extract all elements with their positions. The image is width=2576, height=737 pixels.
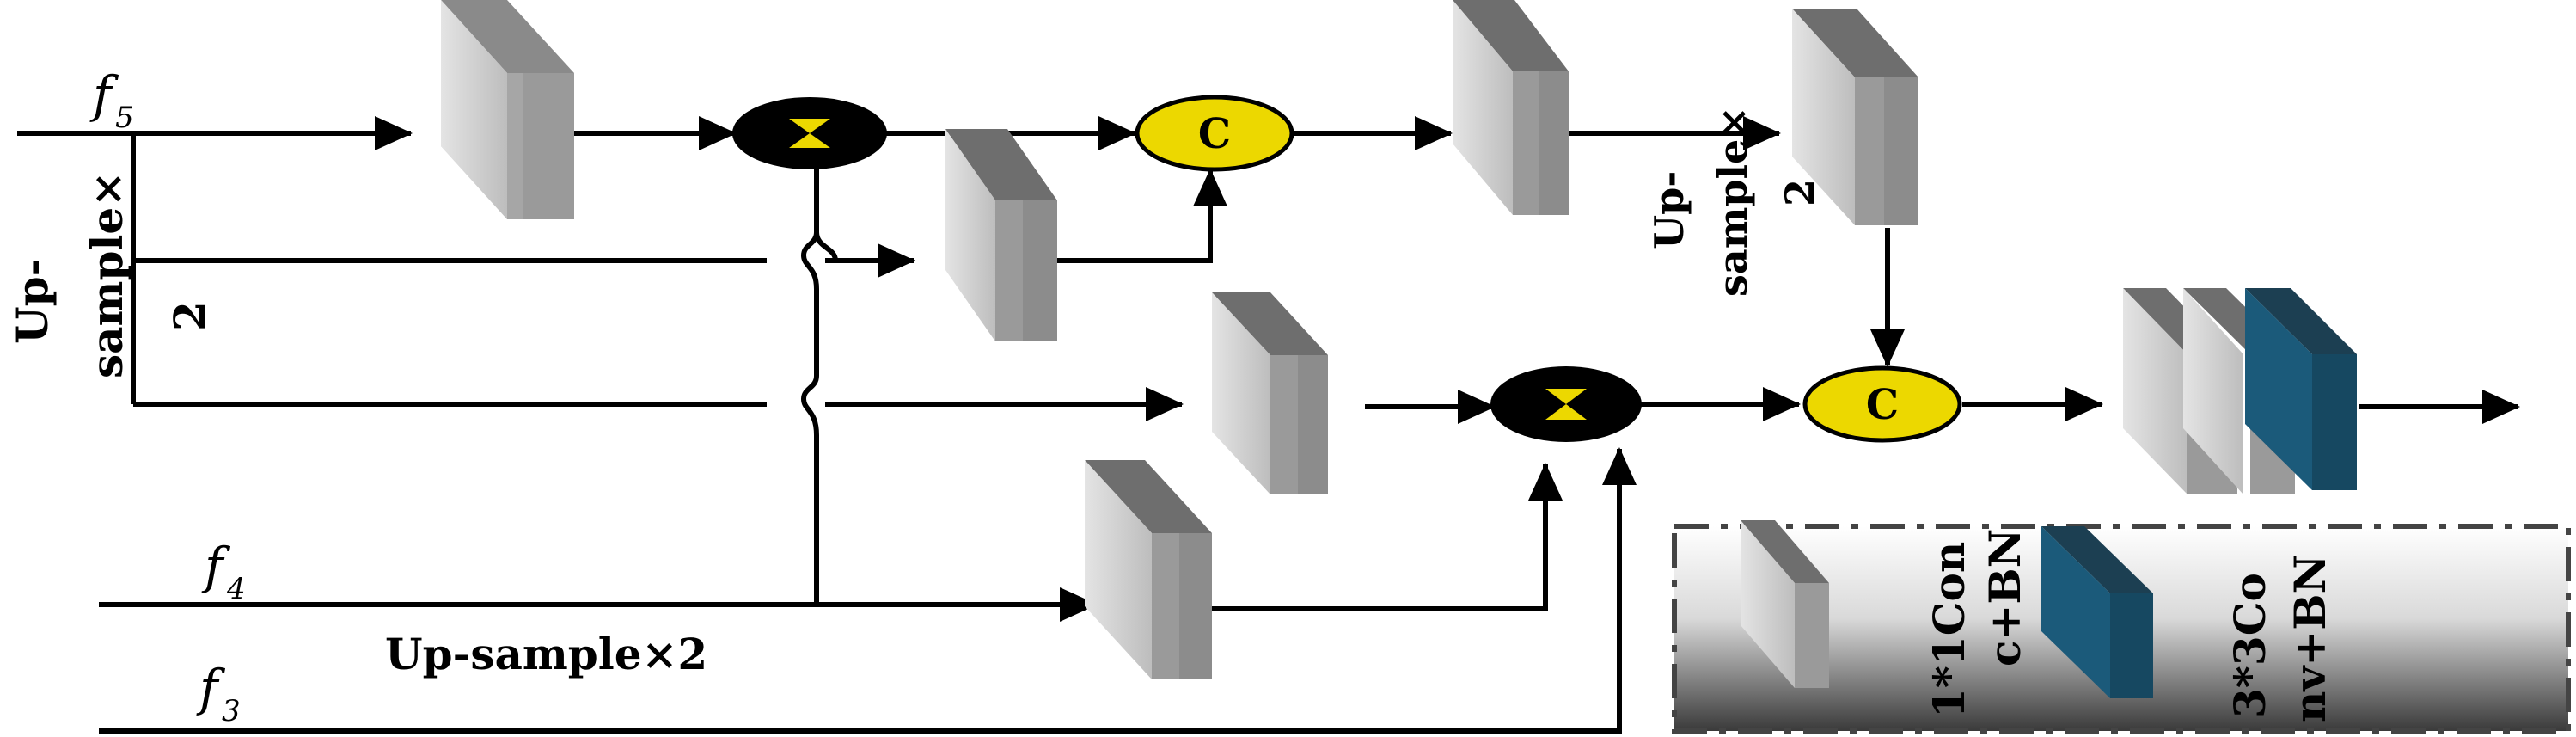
svg-text:c+BN: c+BN [1979, 529, 2030, 666]
legend-conv3-label: 3*3Co [2224, 573, 2275, 718]
crossover-hop-1 [814, 231, 838, 261]
upsample-left-label: Up- [7, 259, 58, 344]
multiply-node-top [732, 97, 887, 169]
concat-top-label: C [1198, 110, 1231, 158]
svg-text:2: 2 [164, 301, 215, 331]
f4-label: f 4 [201, 537, 246, 606]
svg-text:Up-: Up- [7, 259, 58, 344]
upsample-left-label-2: sample× [82, 171, 132, 378]
f3-label: f 3 [196, 659, 241, 728]
conv-block-1 [441, 0, 574, 219]
conv-block-3 [1453, 0, 1569, 215]
svg-text:4: 4 [226, 572, 246, 606]
conv-block-upsample-right [1792, 9, 1918, 225]
svg-text:Up-: Up- [1646, 171, 1692, 249]
svg-text:5: 5 [115, 101, 134, 135]
output-conv-blue [2245, 288, 2357, 490]
svg-text:sample×: sample× [1710, 106, 1756, 297]
concat-node-bottom: C [1802, 365, 1962, 443]
connection-lines [17, 116, 2520, 734]
hop-lower [800, 375, 819, 436]
f3-input-arrow [99, 447, 1637, 734]
legend-conv1-icon [1741, 520, 1829, 688]
f5-label: f 5 [89, 65, 134, 135]
conv5-to-multiply2-arrow [1208, 463, 1563, 611]
upsample-right-label-3: 2 [1777, 179, 1823, 206]
conv-block-5 [1085, 460, 1212, 679]
legend-conv3-label-2: nv+BN [2285, 555, 2335, 722]
conv2-to-concat-arrow [1057, 169, 1227, 263]
svg-text:nv+BN: nv+BN [2285, 555, 2335, 722]
legend-conv3-icon [2041, 526, 2153, 698]
concat-bottom-label: C [1866, 381, 1899, 429]
legend-conv1-label: 1*1Con [1924, 542, 1974, 718]
legend-box: 1*1Con c+BN 3*3Co nv+BN [1672, 520, 2571, 734]
crossover-hops [800, 231, 819, 436]
conv-block-2 [945, 129, 1057, 341]
svg-text:2: 2 [1777, 179, 1823, 206]
svg-text:3*3Co: 3*3Co [2224, 573, 2275, 718]
svg-text:1*1Con: 1*1Con [1924, 542, 1974, 718]
upsample-right-label: Up- [1646, 171, 1692, 249]
upsample-bottom-label: Up-sample×2 [385, 629, 707, 679]
conv-block-4 [1212, 292, 1328, 494]
legend-conv1-label-2: c+BN [1979, 529, 2030, 666]
svg-text:sample×: sample× [82, 171, 132, 378]
upsample-left-label-3: 2 [164, 301, 215, 331]
upsample-right-label-2: sample× [1710, 106, 1756, 297]
multiply-node-bottom [1490, 366, 1642, 442]
hop-upper [800, 231, 819, 290]
output-conv-stack [2123, 288, 2357, 494]
concat-node-top: C [1135, 95, 1294, 172]
svg-text:3: 3 [222, 694, 241, 728]
